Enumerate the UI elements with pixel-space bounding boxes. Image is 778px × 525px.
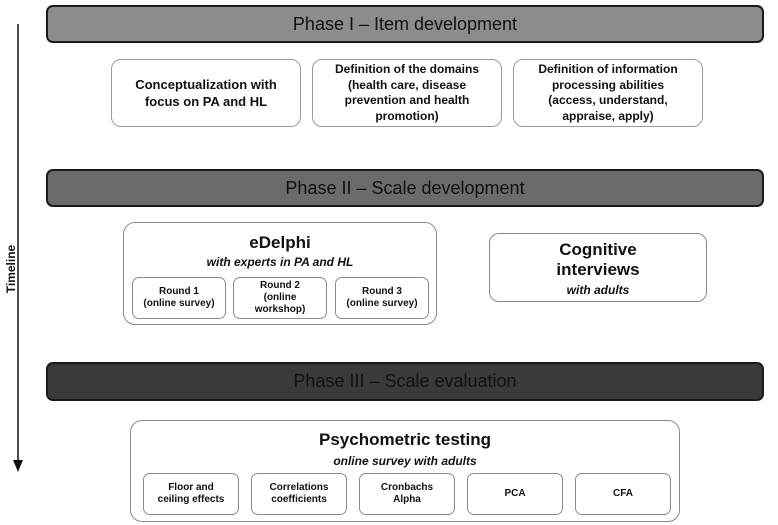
phase-3-title: Phase III – Scale evaluation [293,371,517,391]
phase-1-header: Phase I – Item development [46,5,764,43]
psychometric-subtitle: online survey with adults [333,454,477,468]
method-correlations-box: Correlations coefficients [251,473,347,515]
phase-2-title: Phase II – Scale development [285,177,525,198]
phase-3-header: Phase III – Scale evaluation [46,362,764,401]
phase-2-header: Phase II – Scale development [46,169,764,207]
timeline-label: Timeline [4,244,18,294]
round-3-box: Round 3 (online survey) [335,277,429,319]
conceptualization-box: Conceptualization with focus on PA and H… [111,59,301,127]
edelphi-title: eDelphi [249,233,311,252]
method-cronbach-label: Cronbachs Alpha [380,482,434,505]
phase-1-title: Phase I – Item development [292,13,518,34]
cognitive-title: Cognitive interviews [556,240,640,279]
domains-box: Definition of the domains (health care, … [312,59,502,127]
psychometric-title: Psychometric testing [319,430,491,449]
domains-text: Definition of the domains (health care, … [335,62,479,123]
conceptualization-text: Conceptualization with focus on PA and H… [135,77,277,109]
round-2-label: Round 2 (online workshop) [254,280,306,315]
abilities-text: Definition of information processing abi… [538,62,678,123]
round-1-label: Round 1 (online survey) [143,286,215,309]
method-floor-ceiling-label: Floor and ceiling effects [157,482,225,505]
round-1-box: Round 1 (online survey) [132,277,226,319]
round-3-label: Round 3 (online survey) [346,286,418,309]
method-correlations-label: Correlations coefficients [269,482,329,505]
edelphi-container: eDelphi with experts in PA and HL Round … [123,222,437,325]
cognitive-interviews-box: Cognitive interviews with adults [489,233,707,302]
timeline-arrow [13,24,23,472]
abilities-box: Definition of information processing abi… [513,59,703,127]
method-cronbach-box: Cronbachs Alpha [359,473,455,515]
edelphi-subtitle: with experts in PA and HL [206,255,354,269]
method-pca-box: PCA [467,473,563,515]
method-floor-ceiling-box: Floor and ceiling effects [143,473,239,515]
cognitive-subtitle: with adults [566,283,630,297]
method-pca-label: PCA [504,488,526,499]
method-cfa-label: CFA [613,488,633,499]
round-2-box: Round 2 (online workshop) [233,277,327,319]
method-cfa-box: CFA [575,473,671,515]
psychometric-container: Psychometric testing online survey with … [130,420,680,522]
